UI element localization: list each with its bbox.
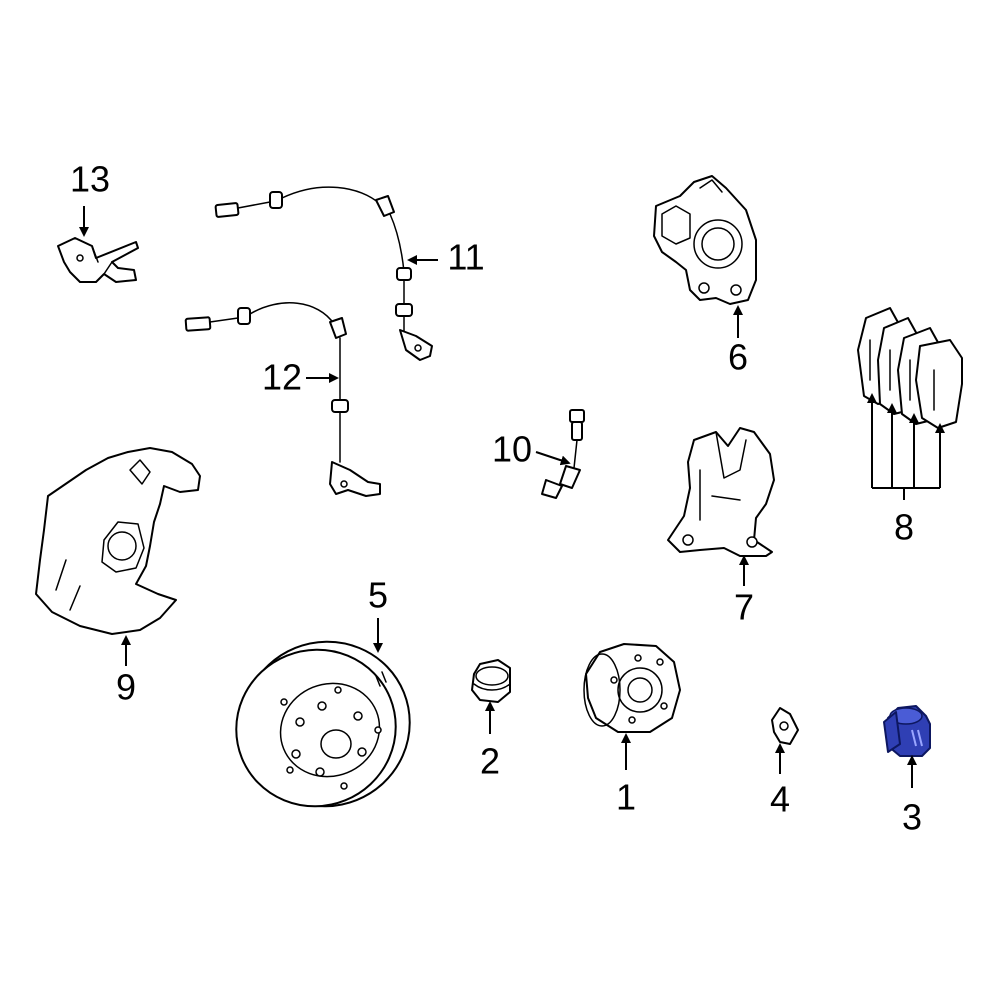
callout-8[interactable]: 8 xyxy=(894,507,914,548)
part-8-brake-pads[interactable] xyxy=(857,307,963,429)
part-9-splash-shield[interactable] xyxy=(35,447,201,635)
part-4-clip[interactable] xyxy=(771,707,799,745)
callout-12[interactable]: 12 xyxy=(262,357,302,398)
callout-6[interactable]: 6 xyxy=(728,337,748,378)
callout-7[interactable]: 7 xyxy=(734,587,754,628)
callout-1[interactable]: 1 xyxy=(616,777,636,818)
leader-10 xyxy=(535,451,571,466)
part-6-caliper[interactable] xyxy=(653,175,757,305)
callout-10[interactable]: 10 xyxy=(492,429,532,470)
part-12-abs-sensor[interactable] xyxy=(184,302,381,497)
part-10-brake-hose[interactable] xyxy=(541,409,585,499)
part-11-abs-sensor[interactable] xyxy=(214,186,433,361)
part-3-bolt-highlighted[interactable] xyxy=(883,705,931,757)
callout-11[interactable]: 11 xyxy=(447,237,484,278)
part-7-caliper-bracket[interactable] xyxy=(667,427,775,557)
callout-13[interactable]: 13 xyxy=(70,159,110,200)
callout-2[interactable]: 2 xyxy=(480,741,500,782)
part-2-cap[interactable] xyxy=(471,659,511,703)
part-1-hub[interactable] xyxy=(583,643,681,733)
part-5-rotor[interactable] xyxy=(213,617,435,832)
callout-4[interactable]: 4 xyxy=(770,779,790,820)
callout-5[interactable]: 5 xyxy=(368,575,388,616)
callout-3[interactable]: 3 xyxy=(902,797,922,838)
callout-9[interactable]: 9 xyxy=(116,667,136,708)
part-13-bracket[interactable] xyxy=(57,237,139,283)
